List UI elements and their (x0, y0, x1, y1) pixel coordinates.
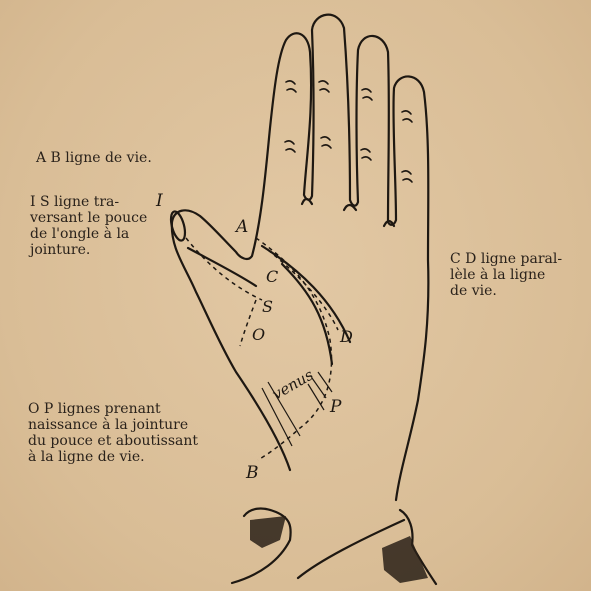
label-d: D (339, 327, 353, 346)
label-s: S (262, 297, 273, 316)
label-a: A (234, 217, 248, 237)
label-o: O (252, 325, 265, 344)
thumb-crease (188, 248, 256, 286)
cuff-shade-left (250, 516, 286, 548)
line-is (186, 238, 262, 300)
line-cd-inner (282, 264, 332, 364)
thumb-nail (168, 210, 187, 242)
label-p: P (329, 397, 342, 417)
label-b: B (245, 463, 259, 483)
label-i: I (155, 191, 163, 211)
line-cd-dashed (268, 250, 338, 330)
label-venus: venus (269, 366, 317, 404)
label-c: C (266, 267, 278, 286)
